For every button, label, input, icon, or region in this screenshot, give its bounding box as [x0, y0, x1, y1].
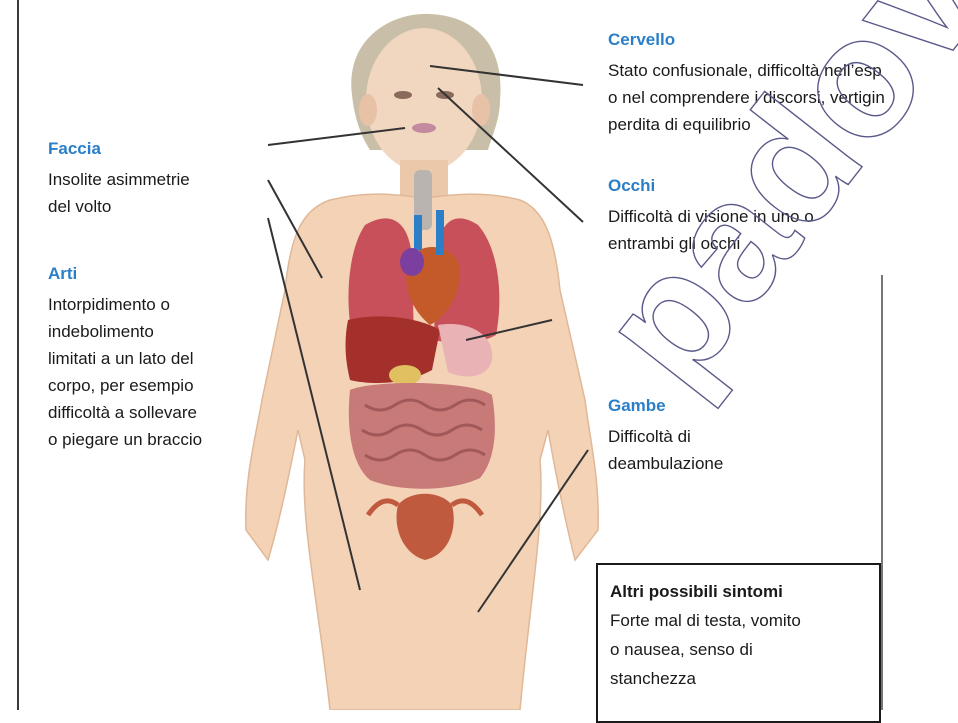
other-symptoms-box: Altri possibili sintomi Forte mal di tes… — [596, 563, 881, 723]
annotation-arti: Arti Intorpidimento o indebolimento limi… — [48, 260, 268, 453]
annotation-body: Intorpidimento o indebolimento limitati … — [48, 291, 268, 453]
annotation-title: Arti — [48, 260, 268, 287]
lips — [412, 123, 436, 133]
box-title: Altri possibili sintomi — [610, 577, 867, 606]
annotation-title: Faccia — [48, 135, 268, 162]
annotation-faccia: Faccia Insolite asimmetrie del volto — [48, 135, 268, 220]
eye-left — [394, 91, 412, 99]
annotation-body: Insolite asimmetrie del volto — [48, 166, 268, 220]
annotation-body: Difficoltà di deambulazione — [608, 423, 868, 477]
pulmonary-artery — [400, 248, 424, 276]
box-body: Forte mal di testa, vomito o nausea, sen… — [610, 606, 867, 693]
gallbladder — [389, 365, 421, 385]
annotation-gambe: Gambe Difficoltà di deambulazione — [608, 392, 868, 477]
head — [366, 28, 482, 172]
ear-left — [359, 94, 377, 126]
annotation-title: Gambe — [608, 392, 868, 419]
